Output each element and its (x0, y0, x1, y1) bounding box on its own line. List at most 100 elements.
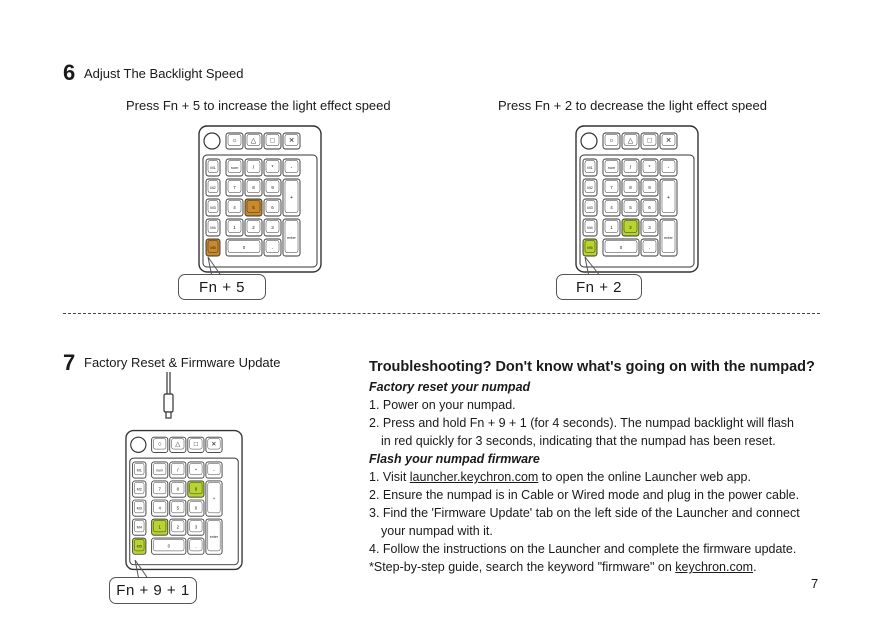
svg-text:8: 8 (252, 185, 255, 190)
top-function-key: ○ (602, 132, 621, 150)
step-6-number: 6 (63, 60, 76, 85)
svg-text:num: num (608, 166, 615, 170)
svg-text:△: △ (628, 138, 634, 145)
svg-text:□: □ (647, 138, 652, 145)
number-key-6: 6 (640, 198, 659, 217)
svg-text:.: . (649, 245, 650, 251)
svg-text:0: 0 (243, 245, 246, 250)
svg-text:9: 9 (648, 185, 651, 190)
operator-key: - (659, 158, 678, 177)
launcher-link[interactable]: launcher.keychron.com (409, 470, 539, 484)
enter-key: enter (282, 218, 301, 257)
number-key-3: 3 (187, 518, 205, 536)
svg-text:*: * (195, 467, 197, 473)
number-key-2: 2 (169, 518, 187, 536)
top-function-key: △ (244, 132, 263, 150)
svg-text:○: ○ (609, 138, 613, 145)
svg-text:✕: ✕ (289, 138, 295, 145)
svg-text:1: 1 (233, 225, 236, 230)
svg-text:M5: M5 (587, 245, 593, 250)
top-function-key: ○ (151, 436, 169, 453)
flash-step-1: 1. Visit launcher.keychron.com to open t… (369, 468, 815, 486)
step-7-title: Factory Reset & Firmware Update (84, 355, 281, 370)
svg-text:+: + (667, 195, 670, 201)
svg-text:M4: M4 (210, 225, 216, 230)
svg-text:/: / (630, 165, 632, 171)
numlock-key: num (602, 158, 621, 177)
operator-key: * (640, 158, 659, 177)
flash-step-3-cont: your numpad with it. (381, 524, 493, 538)
number-key-4: 4 (602, 198, 621, 217)
dot-key: . (640, 238, 659, 257)
number-key-8: 8 (244, 178, 263, 197)
number-key-9: 9 (187, 480, 205, 498)
top-function-key: △ (621, 132, 640, 150)
top-function-key: ○ (225, 132, 244, 150)
svg-text:5: 5 (252, 205, 255, 210)
svg-text:2: 2 (252, 225, 255, 230)
svg-text:△: △ (251, 138, 257, 145)
svg-text:M2: M2 (210, 185, 216, 190)
svg-text:M1: M1 (210, 165, 216, 170)
number-key-0: 0 (225, 238, 263, 257)
svg-text:M4: M4 (587, 225, 593, 230)
troubleshooting-section: Troubleshooting? Don't know what's going… (369, 358, 815, 576)
operator-key: / (621, 158, 640, 177)
flash-firmware-title: Flash your numpad firmware (369, 452, 540, 466)
note-prefix: *Step-by-step guide, search the keyword … (369, 560, 676, 574)
step-6-title: Adjust The Backlight Speed (84, 66, 244, 81)
svg-text:6: 6 (648, 205, 651, 210)
step-6-right-caption: Press Fn + 2 to decrease the light effec… (498, 98, 767, 113)
svg-text:num: num (156, 468, 163, 472)
macro-key-m1: M1 (132, 461, 147, 479)
operator-key: * (263, 158, 282, 177)
top-function-key: ✕ (659, 132, 678, 150)
rotary-knob (130, 436, 147, 453)
number-key-2: 2 (621, 218, 640, 237)
dot-key: . (263, 238, 282, 257)
troubleshooting-heading: Troubleshooting? Don't know what's going… (369, 359, 815, 375)
plus-key: + (205, 480, 223, 517)
svg-text:/: / (177, 467, 179, 473)
macro-key-m3: M3 (132, 499, 147, 517)
plus-key: + (282, 178, 301, 217)
section-divider (63, 313, 820, 314)
macro-key-m5: M5 (132, 537, 147, 555)
svg-text:0: 0 (620, 245, 623, 250)
reset-step-2-cont: in red quickly for 3 seconds, indicating… (381, 434, 776, 448)
dot-key: . (187, 537, 205, 555)
number-key-2: 2 (244, 218, 263, 237)
keychron-link[interactable]: keychron.com (675, 560, 754, 574)
svg-text:4: 4 (159, 506, 162, 511)
svg-text:+: + (290, 195, 293, 201)
svg-text:3: 3 (271, 225, 274, 230)
svg-text:7: 7 (610, 185, 613, 190)
svg-text:6: 6 (271, 205, 274, 210)
svg-text:enter: enter (287, 236, 296, 240)
svg-text:M5: M5 (137, 545, 142, 549)
svg-text:9: 9 (195, 486, 198, 491)
operator-key: * (187, 461, 205, 479)
svg-text:7: 7 (159, 486, 162, 491)
numlock-key: num (225, 158, 244, 177)
svg-text:0: 0 (168, 544, 171, 549)
macro-key-m4: M4 (582, 218, 598, 237)
plus-key: + (659, 178, 678, 217)
svg-text:9: 9 (271, 185, 274, 190)
macro-key-m3: M3 (582, 198, 598, 217)
number-key-8: 8 (621, 178, 640, 197)
svg-text:M1: M1 (137, 468, 142, 472)
svg-text:7: 7 (233, 185, 236, 190)
step-by-step-note: *Step-by-step guide, search the keyword … (369, 558, 815, 576)
fn91-key-combo-label: Fn + 9 + 1 (109, 577, 197, 604)
svg-text:M3: M3 (137, 507, 142, 511)
svg-text:-: - (291, 165, 293, 171)
reset-step-1: 1. Power on your numpad. (369, 398, 516, 412)
step-6-left-caption: Press Fn + 5 to increase the light effec… (126, 98, 391, 113)
macro-key-m3: M3 (205, 198, 221, 217)
svg-text:M4: M4 (137, 526, 142, 530)
step-7-number: 7 (63, 350, 76, 375)
top-function-key: ✕ (282, 132, 301, 150)
usb-cable-icon (163, 372, 174, 419)
